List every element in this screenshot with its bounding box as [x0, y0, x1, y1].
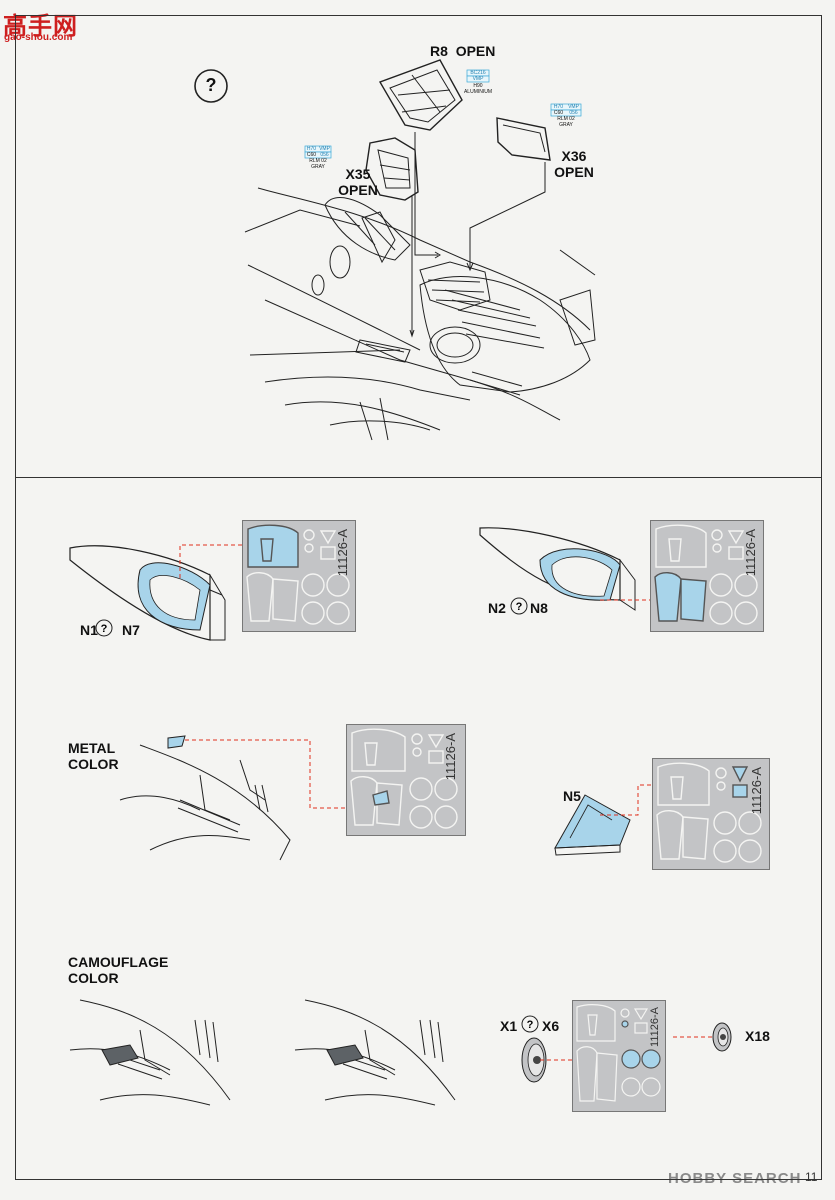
- step-n5-label: N5: [563, 788, 581, 804]
- x36-paint-code: H70: [553, 104, 564, 110]
- watermark-domain: gao-shou.com: [4, 32, 73, 43]
- mask-sheet-code: 11126-A: [749, 767, 764, 815]
- question-circle-icon: [194, 69, 228, 103]
- mask-sheet-3: 11126-A: [346, 724, 466, 836]
- page-number: 11: [805, 1170, 818, 1184]
- x36-paint-code4: 056: [569, 110, 578, 116]
- n5-drawing: [554, 784, 653, 856]
- page-frame: [15, 15, 822, 1180]
- svg-text:?: ?: [527, 1019, 534, 1031]
- step-x1-label: X1: [500, 1018, 518, 1034]
- mask-sheet-code: 11126-A: [649, 1007, 661, 1047]
- mask-sheet-5: 11126-A: [572, 1000, 666, 1112]
- step-x6-label: X6: [542, 1018, 560, 1034]
- mask-sheet-code: 11126-A: [335, 529, 350, 577]
- step-n8-label: N8: [530, 600, 548, 616]
- svg-text:?: ?: [101, 623, 108, 635]
- camouflage-drawing-right: [294, 999, 456, 1106]
- x35-paint-code: H70: [306, 146, 317, 152]
- r8-paint-code2: VMP: [472, 76, 484, 82]
- canopy-n1-n7-drawing: ?: [69, 544, 243, 641]
- x36-paint-code2: VMP: [568, 104, 579, 110]
- x35-paint-rlm: RLM 02: [309, 158, 327, 164]
- svg-text:?: ?: [516, 601, 523, 613]
- x36-paint-code3: C60: [553, 110, 564, 116]
- step-n7-label: N7: [122, 622, 140, 638]
- step-n2-label: N2: [488, 600, 506, 616]
- r8-paint-code: BC216: [470, 70, 486, 76]
- x35-paint-name: GRAY: [311, 164, 325, 170]
- step-x18-label: X18: [745, 1028, 770, 1044]
- question-mark-symbol: ?: [205, 75, 217, 95]
- mask-sheet-2: 11126-A: [650, 520, 764, 632]
- mask-sheet-1: 11126-A: [242, 520, 356, 632]
- x36-paint-name: GRAY: [559, 122, 573, 128]
- canopy-n2-n8-drawing: ?: [479, 527, 656, 615]
- r8-label: R8 OPEN: [430, 43, 496, 59]
- camouflage-drawing-left: [69, 999, 231, 1106]
- x35-paint-code2: VMP: [319, 146, 330, 152]
- section-divider: [15, 477, 822, 478]
- x36-paint-rlm: RLM 02: [557, 116, 575, 122]
- mask-sheet-4: 11126-A: [652, 758, 770, 870]
- mask-sheet-code: 11126-A: [743, 529, 758, 577]
- step-n1-label: N1: [80, 622, 98, 638]
- watermark-site: HOBBY SEARCH: [668, 1170, 802, 1187]
- x35-paint-code3: C60: [306, 152, 317, 158]
- x35-paint-code4: 056: [320, 152, 329, 158]
- metal-color-drawing: [119, 735, 355, 861]
- r8-paint-code3: H90: [473, 83, 483, 89]
- mask-sheet-code: 11126-A: [443, 733, 458, 781]
- r8-paint-name: ALUMINIUM: [463, 89, 493, 95]
